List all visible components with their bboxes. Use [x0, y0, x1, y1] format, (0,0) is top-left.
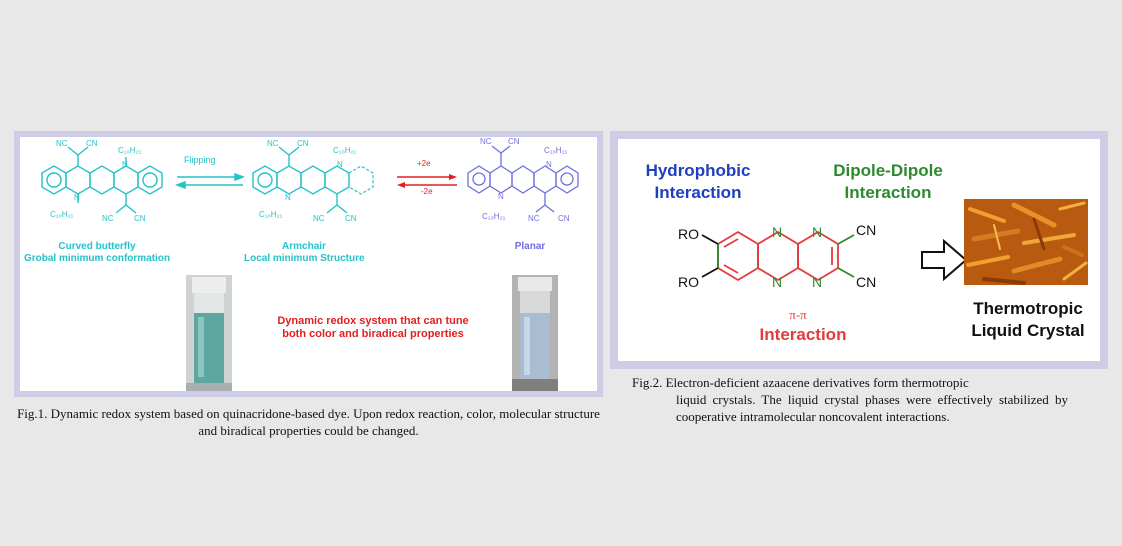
- alkyl-label: C₁₀H₂₁: [50, 210, 74, 219]
- redox-arrows: [397, 174, 457, 188]
- n-label: N: [122, 160, 128, 169]
- armchair-title: Armchair: [282, 241, 326, 252]
- nc-label: NC: [313, 214, 325, 223]
- nc-label: NC: [528, 214, 540, 223]
- curved-butterfly-subtitle: Grobal minimum conformation: [23, 253, 171, 264]
- flipping-arrows: [175, 173, 245, 189]
- cn-label: CN: [508, 137, 520, 146]
- cn-label: CN: [345, 214, 357, 223]
- figure-2-caption-line1: Fig.2. Electron-deficient azaacene deriv…: [632, 375, 969, 390]
- vial-photo-blue: [512, 275, 558, 391]
- nc-label: NC: [480, 137, 492, 146]
- open-arrow-icon: [921, 239, 968, 281]
- nc-label: NC: [267, 139, 279, 148]
- n-label: N: [337, 160, 343, 169]
- minus-2e-label: -2e: [421, 187, 433, 196]
- n-label: N: [285, 193, 291, 202]
- alkyl-label: C₁₀H₂₁: [482, 212, 506, 221]
- figure-1-caption: Fig.1. Dynamic redox system based on qui…: [17, 406, 600, 438]
- molecule-armchair: NC CN C₁₀H₂₁ N N C₁₀H₂₁ NC CN: [252, 139, 374, 223]
- figure-2-caption: Fig.2. Electron-deficient azaacene deriv…: [632, 374, 1068, 425]
- ro-label: RO: [678, 274, 699, 290]
- curved-butterfly-title: Curved butterfly: [58, 241, 136, 252]
- hydrophobic-label-2: Interaction: [654, 183, 742, 202]
- figure-2-caption-rest: liquid crystals. The liquid crystal phas…: [676, 392, 1068, 424]
- armchair-subtitle: Local minimum Structure: [244, 253, 365, 264]
- n-label: N: [546, 160, 552, 169]
- molecule-curved-butterfly: NC CN C₁₀H₂₁ N N C₁₀H₂₁ NC CN: [41, 139, 163, 223]
- alkyl-label: C₁₀H₂₁: [333, 146, 357, 155]
- n-label: N: [498, 192, 504, 201]
- planar-title: Planar: [514, 241, 546, 252]
- n-label: N: [812, 274, 822, 290]
- cn-label: CN: [86, 139, 98, 148]
- plus-2e-label: +2e: [417, 159, 431, 168]
- azaacene-structure: RO RO N N N N CN CN: [678, 222, 876, 290]
- cn-label: CN: [134, 214, 146, 223]
- hydrophobic-label-1: Hydrophobic: [645, 161, 751, 180]
- cn-label: CN: [558, 214, 570, 223]
- n-label: N: [772, 224, 782, 240]
- flipping-label: Flipping: [184, 155, 216, 165]
- figure-2-panel: Hydrophobic Interaction Dipole-Dipole In…: [618, 139, 1100, 361]
- thermotropic-label-2: Liquid Crystal: [971, 321, 1085, 340]
- figure-1-panel: NC CN C₁₀H₂₁ N N C₁₀H₂₁ NC CN Flipping: [20, 137, 597, 391]
- pi-pi-interaction-label: Interaction: [759, 325, 847, 344]
- dipole-label-1: Dipole-Dipole: [833, 161, 943, 180]
- n-label: N: [74, 193, 80, 202]
- pi-pi-label: π-π: [789, 307, 807, 322]
- dipole-label-2: Interaction: [844, 183, 932, 202]
- cn-label: CN: [297, 139, 309, 148]
- figure-2-frame: Hydrophobic Interaction Dipole-Dipole In…: [610, 131, 1108, 369]
- liquid-crystal-texture-photo: [964, 199, 1088, 285]
- cn-label: CN: [856, 274, 876, 290]
- redox-statement-line2: both color and biradical properties: [282, 328, 464, 340]
- alkyl-label: C₁₀H₂₁: [259, 210, 283, 219]
- cn-label: CN: [856, 222, 876, 238]
- vial-photo-cyan: [186, 275, 232, 391]
- nc-label: NC: [56, 139, 68, 148]
- redox-statement-line1: Dynamic redox system that can tune: [277, 315, 469, 327]
- n-label: N: [812, 224, 822, 240]
- thermotropic-label-1: Thermotropic: [973, 299, 1083, 318]
- ro-label: RO: [678, 226, 699, 242]
- alkyl-label: C₁₀H₂₁: [118, 146, 142, 155]
- figure-1-frame: NC CN C₁₀H₂₁ N N C₁₀H₂₁ NC CN Flipping: [14, 131, 603, 397]
- n-label: N: [772, 274, 782, 290]
- nc-label: NC: [102, 214, 114, 223]
- molecule-planar: NC CN C₁₀H₂₁ N N C₁₀H₂₁ NC CN: [467, 137, 579, 223]
- alkyl-label: C₁₀H₂₁: [544, 146, 568, 155]
